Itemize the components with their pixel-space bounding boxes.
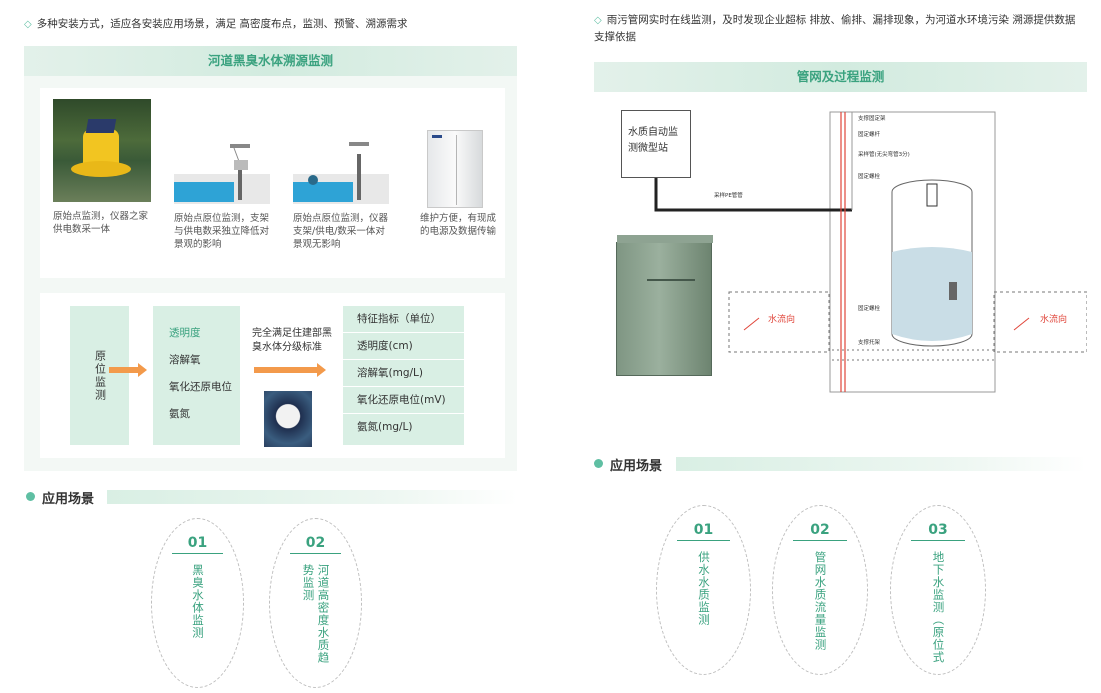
right-intro-text: 雨污管网实时在线监测，及时发现企业超标 排放、偷排、漏排现象，为河道水环境污染 … xyxy=(594,14,1076,43)
section-dot-icon xyxy=(26,492,35,501)
pipe-diagram: 水质自动监测微型站 支撑固定架 固定螺杆 采样管(无尖弯管3分) 固定 xyxy=(594,92,1087,403)
left-intro-note: ◇ 多种安装方式，适应各安装应用场景，满足 高密度布点，监测、预警、溯源需求 xyxy=(24,16,524,33)
in-situ-label-text: 原位监测 xyxy=(93,349,107,402)
scene-card-02: 02 管网水质流量监测 xyxy=(772,505,868,675)
pipe-label: 采样PE管管 xyxy=(714,193,743,199)
secchi-disk-photo xyxy=(264,391,312,447)
scene-number: 01 xyxy=(693,522,714,538)
indicator-row: 氨氮(mg/L) xyxy=(357,421,413,433)
pipe-label: 固定螺栓 xyxy=(858,306,881,312)
install-caption-1: 原始点监测，仪器之家供电数采一体 xyxy=(53,211,149,235)
scene-text: 地下水监测（原位式 xyxy=(931,551,946,664)
flow-direction-left: 水流向 xyxy=(768,315,796,325)
scene-divider xyxy=(290,553,341,554)
arrow-right-icon xyxy=(254,363,326,377)
section-dot-icon xyxy=(594,459,603,468)
integrated-install-diagram xyxy=(293,134,389,204)
standard-compliance-text: 完全满足住建部黑臭水体分级标准 xyxy=(252,328,332,353)
pipe-schematic xyxy=(654,111,1087,393)
right-scene-title: 应用场景 xyxy=(610,459,663,474)
scene-divider xyxy=(793,540,847,541)
diamond-icon: ◇ xyxy=(594,15,602,26)
pipe-label: 固定螺栓 xyxy=(858,174,881,180)
pipe-label: 支撑托架 xyxy=(858,340,881,346)
scene-divider xyxy=(172,553,223,554)
section-divider xyxy=(676,457,1086,471)
scene-divider xyxy=(677,540,730,541)
bank-install-diagram xyxy=(174,134,270,204)
right-band-title: 管网及过程监测 xyxy=(594,62,1087,92)
scene-text: 河道高密度水质趋势监测 xyxy=(301,564,331,664)
scene-text: 管网水质流量监测 xyxy=(813,551,828,651)
left-scene-title: 应用场景 xyxy=(42,492,95,507)
scene-text: 供水水质监测 xyxy=(697,551,711,626)
install-caption-4: 维护方便，有现成的电源及数据传输 xyxy=(420,213,497,237)
param-ammonia: 氨氮 xyxy=(169,408,190,420)
pipe-label: 采样管(无尖弯管3分) xyxy=(858,152,910,158)
micro-station-box: 水质自动监测微型站 xyxy=(621,110,691,178)
left-band-title: 河道黑臭水体溯源监测 xyxy=(24,46,517,76)
scene-card-02: 02 河道高密度水质趋势监测 xyxy=(269,518,362,688)
scene-card-01: 01 黑臭水体监测 xyxy=(151,518,244,688)
right-intro-note: ◇雨污管网实时在线监测，及时发现企业超标 排放、偷排、漏排现象，为河道水环境污染… xyxy=(594,12,1084,45)
scene-card-03: 03 地下水监测（原位式 xyxy=(890,505,986,675)
scene-number: 02 xyxy=(810,522,830,538)
indicator-row: 溶解氧(mg/L) xyxy=(343,360,464,387)
param-dissolved-oxygen: 溶解氧 xyxy=(169,354,201,366)
scene-divider xyxy=(911,540,965,541)
indicators-header: 特征指标（单位） xyxy=(343,306,464,333)
pipe-label: 固定螺杆 xyxy=(858,132,881,138)
install-options-box: 原始点监测，仪器之家供电数采一体 原始点原位监测，支架与供电数采独立降低对景观的… xyxy=(40,88,505,278)
param-transparency: 透明度 xyxy=(169,327,201,339)
indicators-table: 特征指标（单位） 透明度(cm) 溶解氧(mg/L) 氧化还原电位(mV) 氨氮… xyxy=(343,306,464,445)
buoy-photo xyxy=(53,99,151,202)
indicator-row: 透明度(cm) xyxy=(343,333,464,360)
station-cabinet-image xyxy=(427,130,483,208)
diamond-icon: ◇ xyxy=(24,19,32,30)
install-caption-3: 原始点原位监测，仪器支架/供电/数采一体对景观无影响 xyxy=(293,213,389,250)
scene-text: 黑臭水体监测 xyxy=(191,564,205,639)
scene-number: 03 xyxy=(928,522,948,538)
micro-station-label: 水质自动监测微型站 xyxy=(628,127,678,154)
right-panel: 管网及过程监测 水质自动监测微型站 支撑固定架 xyxy=(594,62,1087,403)
parameters-box: 透明度 溶解氧 氧化还原电位 氨氮 xyxy=(153,306,240,445)
arrow-right-icon xyxy=(109,363,147,377)
param-orp: 氧化还原电位 xyxy=(169,381,232,393)
in-situ-monitoring-label: 原位监测 xyxy=(70,306,129,445)
left-intro-text: 多种安装方式，适应各安装应用场景，满足 高密度布点，监测、预警、溯源需求 xyxy=(36,18,408,30)
left-panel: 河道黑臭水体溯源监测 原始点监测，仪器之家供电数采一体 原始点原位监测，支架与供… xyxy=(24,46,517,471)
flow-direction-right: 水流向 xyxy=(1040,315,1068,325)
section-divider xyxy=(107,490,517,504)
field-cabinet-image xyxy=(616,235,713,376)
monitoring-flow-box: 原位监测 透明度 溶解氧 氧化还原电位 氨氮 完全满足住建部黑臭水体分级标准 特… xyxy=(40,293,505,458)
indicator-row: 氧化还原电位(mV) xyxy=(343,387,464,414)
scene-number: 02 xyxy=(305,535,326,551)
install-caption-2: 原始点原位监测，支架与供电数采独立降低对景观的影响 xyxy=(174,213,270,250)
scene-card-01: 01 供水水质监测 xyxy=(656,505,751,675)
pipe-label: 支撑固定架 xyxy=(858,116,886,122)
scene-number: 01 xyxy=(187,535,208,551)
